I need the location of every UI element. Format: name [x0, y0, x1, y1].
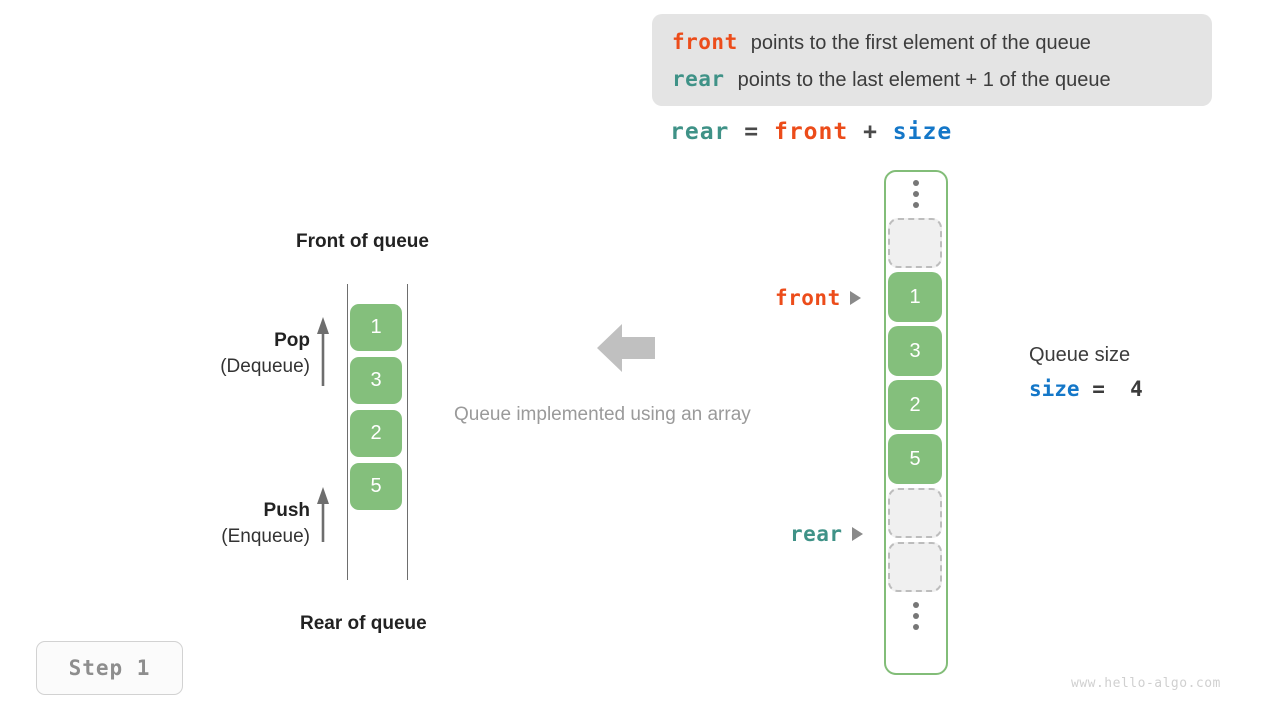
- formula-term-front: front: [773, 119, 849, 145]
- array-cell-empty: [888, 488, 942, 538]
- legend-keyword-rear: rear: [672, 67, 725, 91]
- pop-subtitle: (Dequeue): [220, 356, 310, 377]
- queue-size-title: Queue size: [1029, 344, 1131, 366]
- watermark: www.hello-algo.com: [1071, 676, 1221, 691]
- rear-pointer-label: rear: [790, 522, 843, 546]
- queue-size-note: Queue size size = 4: [1029, 344, 1143, 401]
- array-cell-filled: 5: [888, 434, 942, 484]
- front-pointer: front: [775, 286, 861, 310]
- legend-text-front: points to the first element of the queue: [750, 32, 1091, 54]
- formula-term-size: size: [892, 119, 953, 145]
- legend-keyword-front: front: [672, 30, 738, 54]
- front-pointer-label: front: [775, 286, 841, 310]
- size-value-expression: = 4: [1079, 377, 1143, 401]
- vertical-ellipsis-icon: [888, 174, 944, 214]
- front-of-queue-label: Front of queue: [296, 231, 429, 252]
- formula-rear-equals-front-plus-size: rear = front + size: [670, 119, 952, 145]
- array-cell-filled: 1: [888, 272, 942, 322]
- array-cell-filled: 2: [888, 380, 942, 430]
- queue-cell: 1: [350, 304, 402, 351]
- arrow-up-icon: [317, 317, 329, 386]
- middle-caption: Queue implemented using an array: [454, 404, 751, 425]
- legend-line-front: front points to the first element of the…: [672, 30, 1192, 67]
- queue-cell-stack: 1 3 2 5: [350, 304, 402, 516]
- vertical-ellipsis-icon: [888, 596, 944, 636]
- arrow-left-icon: [597, 324, 655, 372]
- formula-equals-sign: =: [744, 119, 760, 145]
- legend-line-rear: rear points to the last element + 1 of t…: [672, 67, 1192, 104]
- array-cell-list: 1 3 2 5: [888, 174, 944, 636]
- pop-title: Pop: [274, 330, 310, 351]
- formula-plus-sign: +: [863, 119, 878, 145]
- push-title: Push: [263, 500, 310, 521]
- arrow-up-icon: [317, 487, 329, 542]
- size-variable: size: [1029, 377, 1080, 401]
- array-cell-empty: [888, 218, 942, 268]
- step-badge: Step 1: [36, 641, 183, 695]
- formula-term-rear: rear: [670, 119, 730, 145]
- rear-of-queue-label: Rear of queue: [300, 613, 427, 634]
- rear-pointer: rear: [790, 522, 863, 546]
- arrow-right-icon: [851, 527, 863, 541]
- legend-text-rear: points to the last element + 1 of the qu…: [737, 69, 1111, 91]
- legend-box: front points to the first element of the…: [652, 14, 1212, 106]
- queue-rail-right: [407, 284, 408, 580]
- queue-cell: 5: [350, 463, 402, 510]
- push-operation-label: Push (Enqueue): [160, 500, 310, 548]
- pop-operation-label: Pop (Dequeue): [160, 330, 310, 378]
- queue-cell: 2: [350, 410, 402, 457]
- push-subtitle: (Enqueue): [221, 526, 310, 547]
- array-cell-empty: [888, 542, 942, 592]
- queue-size-expression: size = 4: [1029, 377, 1143, 401]
- array-cell-filled: 3: [888, 326, 942, 376]
- queue-rail-left: [347, 284, 348, 580]
- arrow-right-icon: [849, 291, 861, 305]
- queue-cell: 3: [350, 357, 402, 404]
